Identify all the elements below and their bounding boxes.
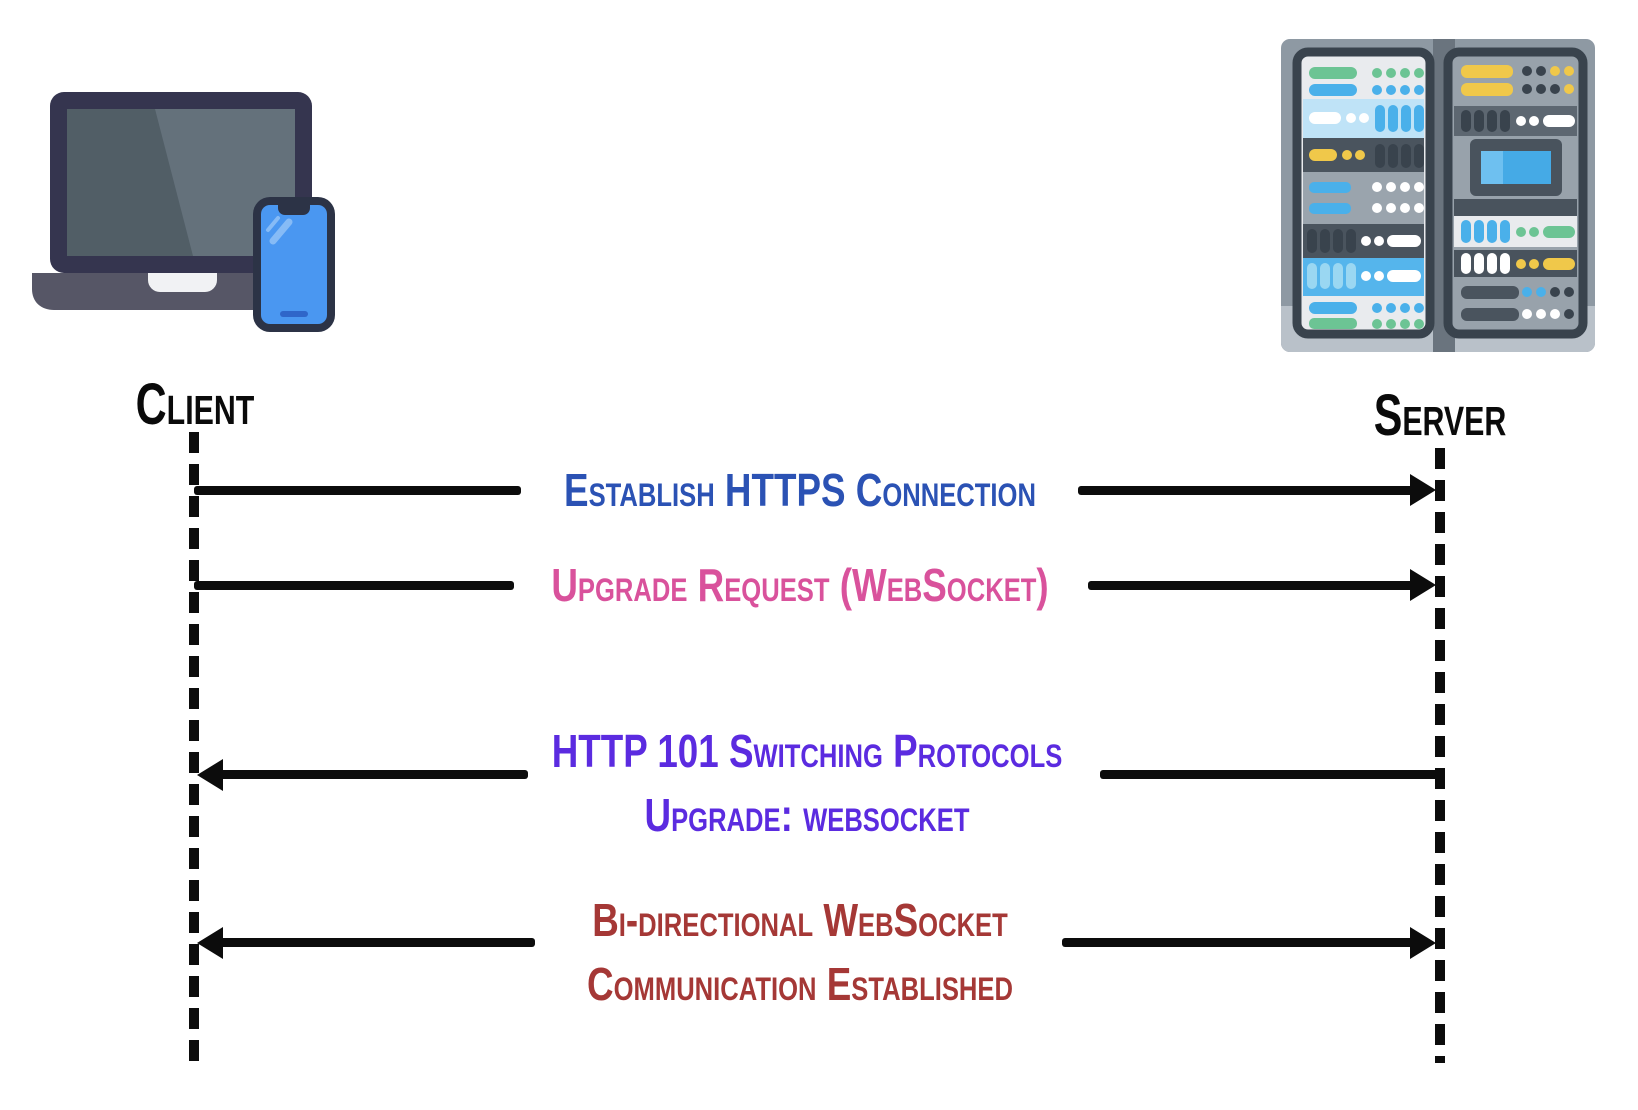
server-label: Server bbox=[1373, 383, 1507, 448]
message2-text: Upgrade Request (WebSocket) bbox=[551, 561, 1048, 609]
message3-line-left bbox=[213, 770, 528, 779]
message2-line1: Upgrade Request (WebSocket) bbox=[551, 559, 1049, 611]
message2-arrowhead-right-icon bbox=[1410, 569, 1436, 601]
laptop-and-phone-icon bbox=[32, 92, 335, 332]
message2-line-left bbox=[194, 581, 514, 590]
message1-line-left bbox=[194, 486, 521, 495]
message2-line-right bbox=[1088, 581, 1414, 590]
message4-line-right bbox=[1062, 938, 1414, 947]
server-rack-icon bbox=[1281, 39, 1595, 352]
message4-line2: Communication Established bbox=[587, 958, 1013, 1010]
client-lifeline bbox=[189, 432, 199, 1063]
message1-arrowhead-right-icon bbox=[1410, 474, 1436, 506]
message4-line1: Bi-directional WebSocket bbox=[592, 894, 1008, 946]
message4-line-left bbox=[213, 938, 535, 947]
client-label: Client bbox=[135, 372, 255, 437]
message4-text: Bi-directional WebSocket Communication E… bbox=[587, 888, 1013, 1016]
message1-line1: Establish HTTPS Connection bbox=[564, 464, 1036, 516]
message3-line-right bbox=[1100, 770, 1442, 779]
message1-text: Establish HTTPS Connection bbox=[564, 466, 1036, 514]
message4-arrowhead-right-icon bbox=[1410, 927, 1436, 959]
message3-line1: HTTP 101 Switching Protocols bbox=[551, 725, 1063, 777]
message1-line-right bbox=[1078, 486, 1414, 495]
message3-text: HTTP 101 Switching Protocols Upgrade: we… bbox=[552, 719, 1063, 847]
message3-line2: Upgrade: websocket bbox=[644, 789, 970, 841]
server-lifeline bbox=[1435, 448, 1445, 1063]
